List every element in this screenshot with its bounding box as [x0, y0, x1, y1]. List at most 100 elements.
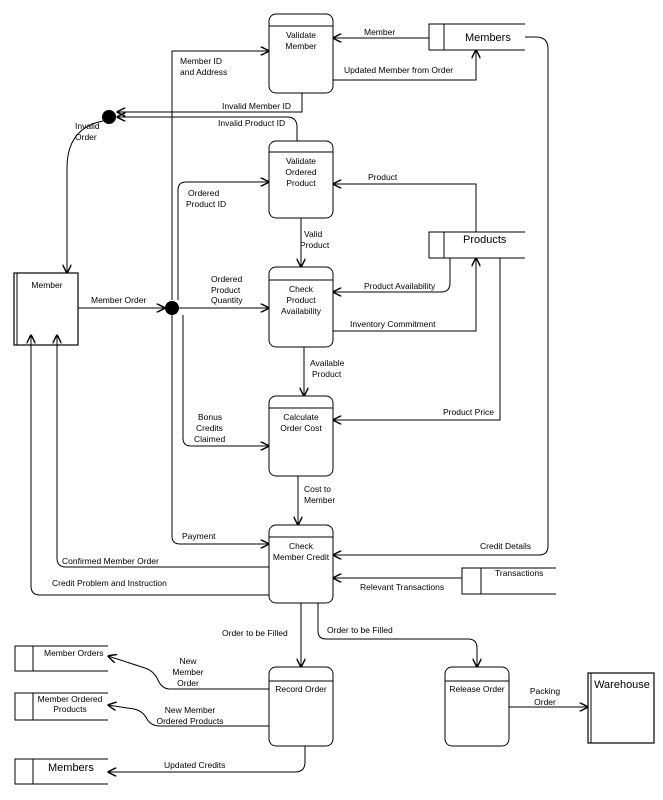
flow-label: Invalid Product ID	[218, 118, 285, 128]
flow-label: Product ID	[186, 199, 226, 209]
process-label: Validate	[286, 156, 316, 166]
flow-label: Available	[310, 358, 345, 368]
entity-member[interactable]: Member	[13, 272, 79, 346]
flow-credit-details: Credit Details	[333, 36, 549, 555]
store-label: Members	[48, 762, 94, 774]
process-record-order[interactable]: Record Order	[268, 666, 334, 747]
flow-product: Product	[333, 172, 477, 232]
flow-label: Product	[368, 172, 398, 182]
store-transactions[interactable]: Transactions	[461, 567, 556, 595]
store-label: Member Ordered	[38, 694, 103, 704]
flow-label: Credit Details	[480, 541, 531, 551]
flow-relevant-transactions: Relevant Transactions	[333, 578, 462, 592]
flow-label: Updated Member from Order	[344, 65, 453, 75]
store-label: Products	[53, 704, 87, 714]
process-label: Release Order	[449, 684, 504, 694]
flow-label: and Address	[180, 67, 227, 77]
store-products[interactable]: Products	[428, 231, 525, 259]
junction-dot-invalid-order	[102, 110, 116, 124]
svg-text:Release Order: Release Order	[449, 684, 504, 694]
flow-label: Member Order	[91, 295, 146, 305]
flow-label: Order	[177, 678, 199, 688]
flow-label: Order to be Filled	[222, 628, 288, 638]
flow-member-order: Member Order	[78, 295, 165, 308]
process-label: Record Order	[275, 684, 327, 694]
flow-product-price: Product Price	[333, 258, 501, 420]
process-label: Calculate	[283, 412, 319, 422]
process-label: Product	[286, 295, 316, 305]
svg-text:Record Order: Record Order	[275, 684, 327, 694]
entity-label: Member	[31, 280, 62, 290]
store-label: Members	[465, 32, 511, 44]
flow-label: Invalid	[75, 121, 100, 131]
process-release-order[interactable]: Release Order	[444, 666, 510, 747]
flow-order-to-be-filled-record: Order to be Filled	[222, 603, 301, 667]
entity-warehouse[interactable]: Warehouse	[587, 672, 655, 744]
flow-label: Product Price	[443, 407, 494, 417]
flow-label: Order	[534, 697, 556, 707]
flow-label: Updated Credits	[164, 760, 225, 770]
flow-label: New Member	[165, 705, 216, 715]
flow-label: Ordered Products	[156, 716, 223, 726]
flow-updated-member: Updated Member from Order	[333, 50, 476, 81]
flow-updated-credits: Updated Credits	[108, 746, 306, 772]
flow-product-availability: Product Availability	[333, 258, 451, 292]
flow-label: Claimed	[194, 434, 225, 444]
flow-label: Packing	[530, 686, 561, 696]
flow-label: Bonus	[198, 412, 222, 422]
flow-label: Invalid Member ID	[222, 101, 291, 111]
flow-member-to-validate: Member	[333, 27, 429, 38]
process-label: Check	[289, 541, 314, 551]
store-label: Transactions	[495, 568, 543, 578]
store-members-bottom[interactable]: Members	[14, 758, 108, 785]
process-label: Product	[286, 178, 316, 188]
flow-inventory-commitment: Inventory Commitment	[333, 258, 476, 332]
store-members-top[interactable]: Members	[428, 23, 525, 51]
flow-label: Inventory Commitment	[350, 319, 436, 329]
process-label: Check	[289, 284, 314, 294]
process-label: Ordered	[285, 167, 316, 177]
flow-invalid-member-id: Invalid Member ID	[117, 93, 303, 112]
store-member-orders[interactable]: Member Orders	[14, 645, 108, 672]
flow-label: Cost to	[304, 484, 331, 494]
flow-label: Product Availability	[364, 281, 436, 291]
flow-label: Relevant Transactions	[360, 582, 444, 592]
store-label: Member Orders	[44, 648, 104, 658]
flow-label: Order	[75, 132, 97, 142]
flow-confirmed-member-order: Confirmed Member Order	[57, 335, 269, 568]
flow-label: Member ID	[180, 56, 222, 66]
flow-label: New	[179, 656, 197, 666]
process-label: Member	[285, 41, 316, 51]
flow-order-to-be-filled-release: Order to be Filled	[317, 603, 477, 667]
flow-label: Payment	[182, 531, 216, 541]
process-label: Validate	[286, 30, 316, 40]
